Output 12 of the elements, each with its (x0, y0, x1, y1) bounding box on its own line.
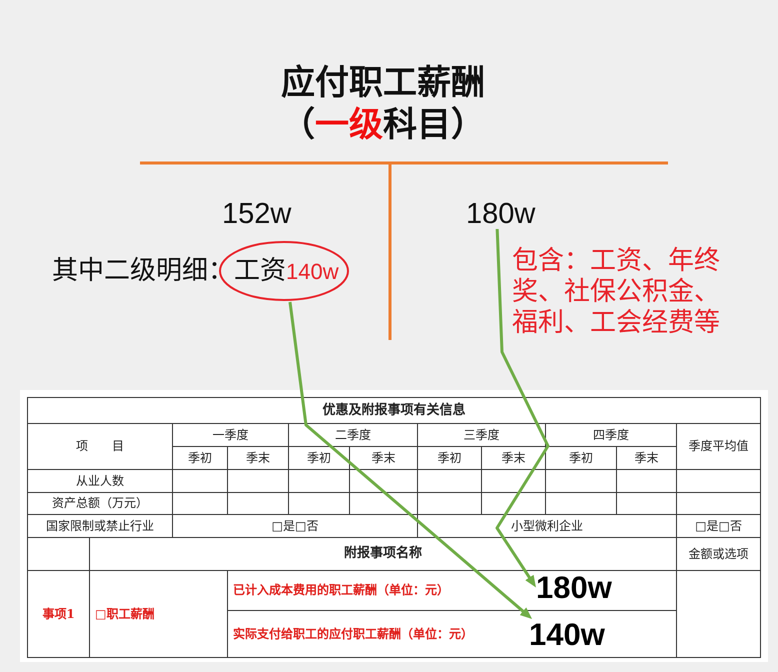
amount-value: 180w (536, 572, 612, 603)
item-number: 事项1 (27, 570, 90, 658)
arrow (288, 302, 532, 619)
title: 应付职工薪酬（一级科目） (280, 62, 486, 146)
arrow (496, 228, 550, 588)
amount-value: 140w (529, 619, 605, 650)
note-text: 包含：工资、年终奖、社保公积金、福利、工会经费等 (512, 246, 721, 339)
amount-text: 180w (466, 200, 536, 229)
detail-text: 其中二级明细：工资 (52, 256, 286, 286)
table-title: 优惠及附报事项有关信息 (27, 397, 761, 424)
amount-text: 152w (222, 200, 292, 229)
amount-text: 140w (286, 259, 339, 284)
